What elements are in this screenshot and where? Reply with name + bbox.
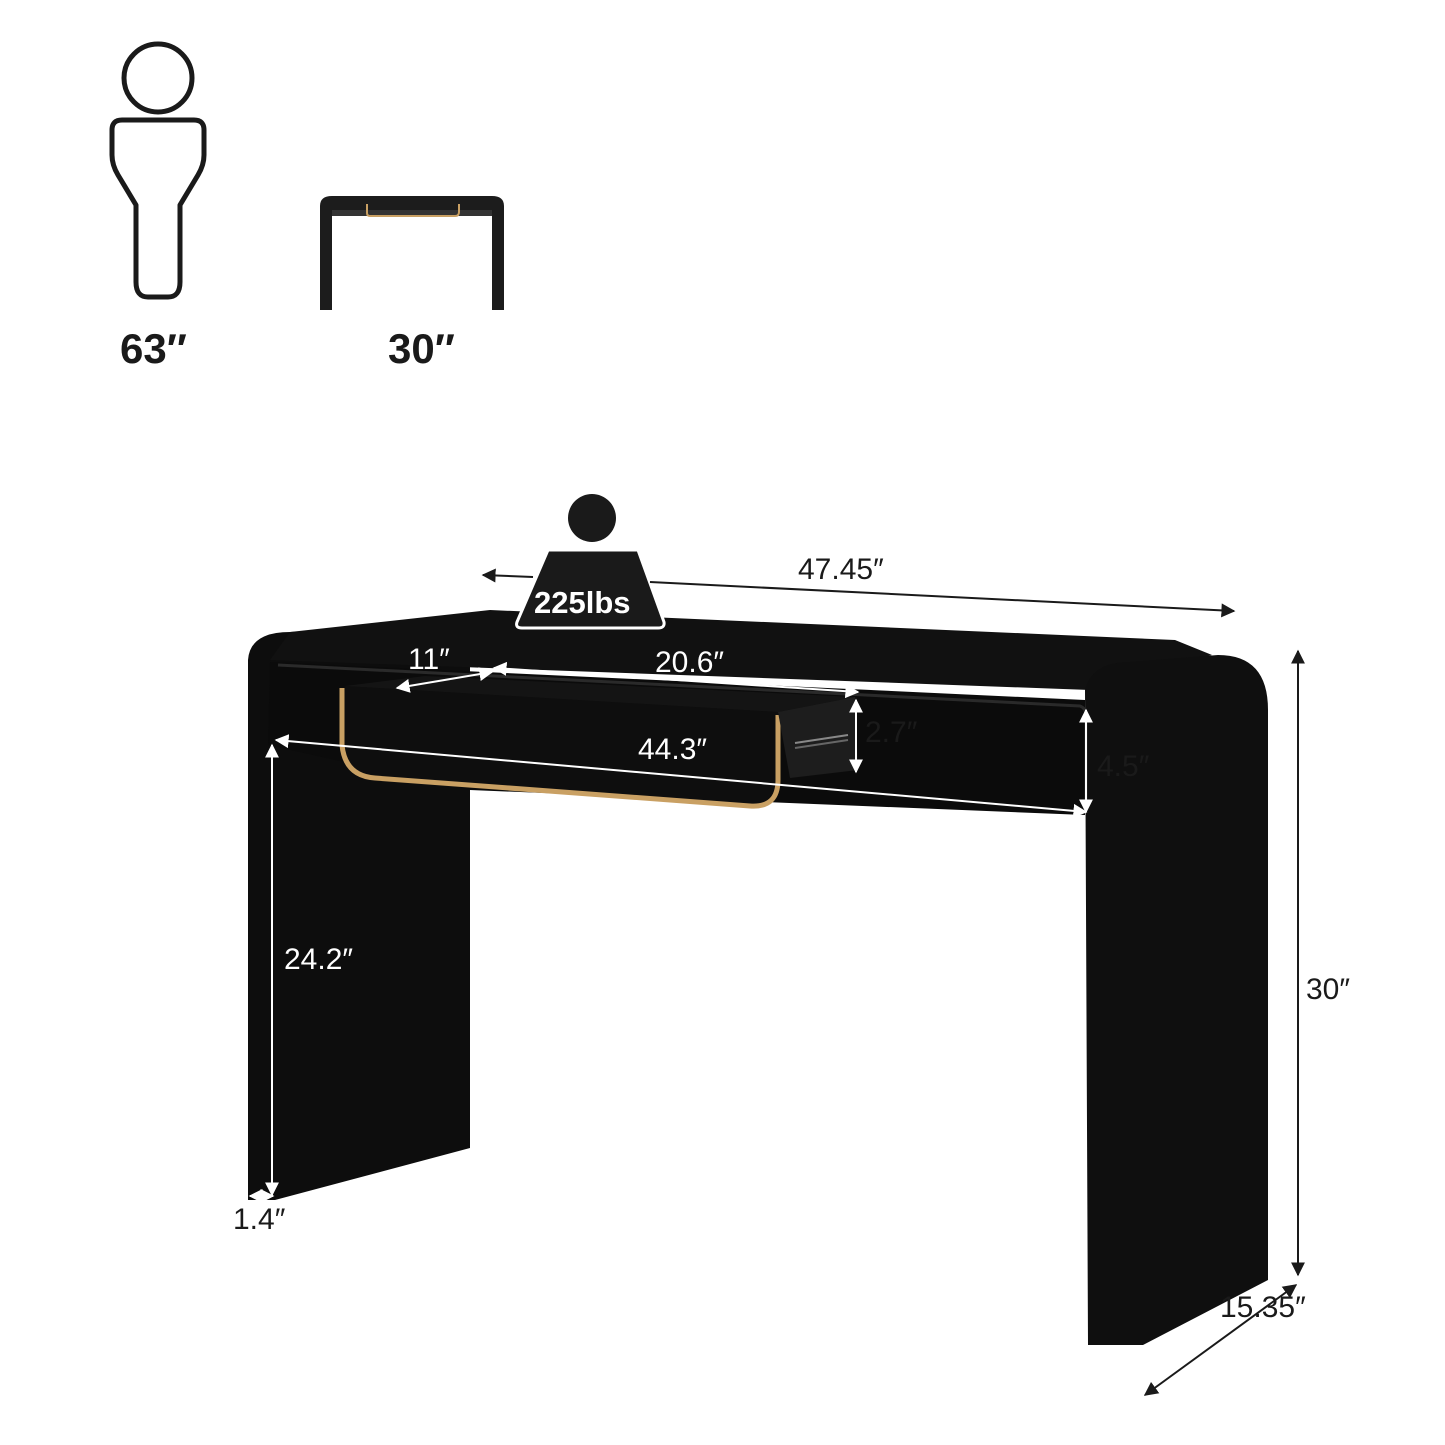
panel-thickness-label: 1.4″ [233, 1203, 286, 1236]
load-capacity-label: 225lbs [534, 585, 631, 620]
overall-height-label: 30″ [1306, 973, 1350, 1006]
person-silhouette-icon [109, 41, 207, 300]
drawer-depth-label: 11″ [408, 643, 450, 676]
interior-width-label: 44.3″ [638, 733, 708, 766]
overall-width-label: 47.45″ [798, 553, 884, 586]
mini-table-icon [320, 196, 504, 310]
drawer-height-label: 2.7″ [865, 716, 918, 749]
depth-dimension-line [1143, 1284, 1298, 1396]
width-dimension-line [481, 568, 1236, 618]
person-height-label: 63″ [120, 325, 187, 372]
apron-height-label: 4.5″ [1097, 750, 1150, 783]
overall-depth-label: 15.35″ [1220, 1291, 1306, 1324]
interior-width-line [274, 734, 1088, 818]
drawer-width-line [492, 661, 860, 699]
drawer-depth-line [395, 667, 494, 693]
leg-clearance-label: 24.2″ [284, 943, 354, 976]
console-table-illustration [248, 610, 1268, 1345]
drawer-width-label: 20.6″ [655, 646, 725, 679]
table-height-comparison-label: 30″ [388, 325, 455, 372]
weight-icon [515, 494, 666, 630]
